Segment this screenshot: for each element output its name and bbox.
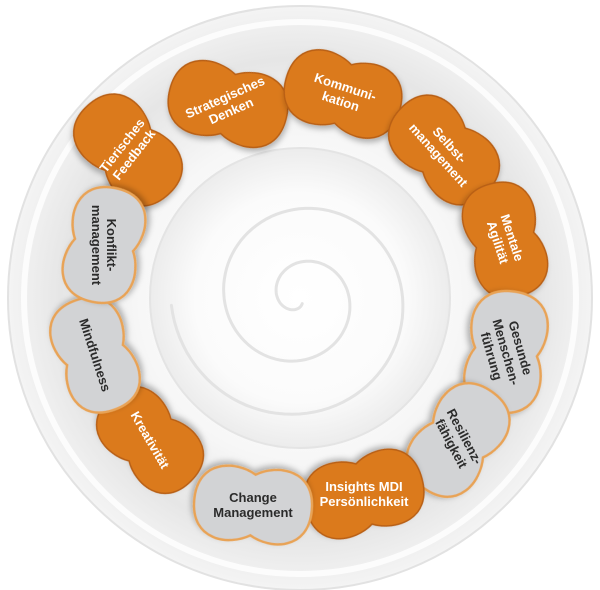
segment-konfliktmanagement	[61, 185, 147, 305]
segment-change-management	[192, 464, 314, 546]
segment-mindfulness	[49, 296, 141, 414]
segment-shape-change-management	[192, 464, 314, 546]
segment-tierisches-feedback	[73, 93, 183, 207]
segment-shape-tierisches-feedback	[73, 93, 183, 207]
segment-label-konfliktmanagement: Konflikt-management	[89, 205, 119, 286]
segment-label-gesunde-menschenfuehrung: GesundeMenschen-führung	[475, 313, 537, 391]
segment-label-line: Persönlichkeit	[320, 494, 410, 509]
segment-strategisches-denken	[167, 59, 289, 149]
segment-label-line: Insights MDI	[325, 479, 402, 494]
segment-shape-konfliktmanagement	[61, 185, 147, 305]
center-spiral	[169, 206, 405, 416]
segment-label-line: Management	[213, 505, 293, 520]
spiral-swirl	[169, 206, 405, 416]
segment-label-line: management	[89, 205, 104, 286]
segment-shape-strategisches-denken	[167, 59, 289, 149]
segment-label-line: Change	[229, 490, 277, 505]
segment-shape-mindfulness	[49, 296, 141, 414]
segment-label-line: Konflikt-	[104, 219, 119, 272]
segments-ring	[49, 49, 549, 546]
